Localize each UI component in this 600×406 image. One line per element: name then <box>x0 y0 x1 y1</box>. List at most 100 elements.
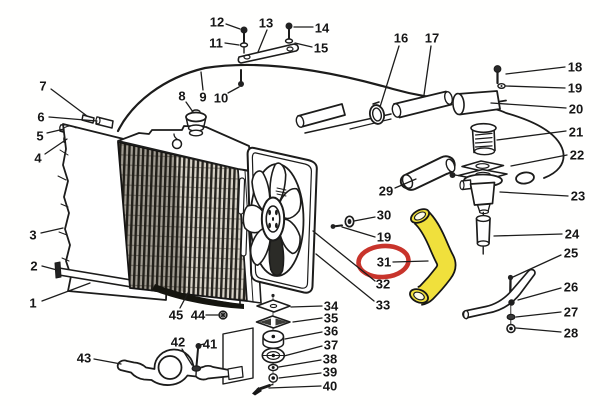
leader-line-3 <box>40 227 64 234</box>
callout-35: 35 <box>324 311 338 326</box>
insulator-36 <box>262 329 285 349</box>
lower-bracket-43 <box>116 310 244 386</box>
callout-34: 34 <box>324 299 339 314</box>
bolt-10 <box>238 81 244 87</box>
pin-2 <box>54 261 62 279</box>
plate-35 <box>255 315 291 329</box>
leader-line-5 <box>46 128 65 134</box>
leader-line-11 <box>224 42 240 46</box>
callout-1: 1 <box>29 296 36 311</box>
callout-16: 16 <box>394 31 408 46</box>
leader-line-41 <box>199 343 205 346</box>
leader-line-7 <box>50 88 88 117</box>
leader-line-31 <box>392 260 429 263</box>
bracket-hole <box>157 355 183 380</box>
strap-13 <box>237 43 300 64</box>
callout-18: 18 <box>568 60 582 75</box>
leader-line-26 <box>517 287 562 301</box>
support-plate <box>222 327 254 385</box>
callout-27: 27 <box>564 305 578 320</box>
callout-39: 39 <box>323 365 337 380</box>
callout-2: 2 <box>30 259 37 274</box>
callout-13: 13 <box>259 16 273 31</box>
highlighted-hose-31 <box>409 208 457 306</box>
thermostat-21 <box>470 122 497 156</box>
bolt-14 <box>285 22 293 30</box>
callout-31: 31 <box>377 255 391 270</box>
callout-3: 3 <box>29 228 36 243</box>
callout-24: 24 <box>565 227 580 242</box>
callout-17: 17 <box>425 31 439 46</box>
callout-7: 7 <box>39 79 46 94</box>
leader-line-15 <box>294 42 313 48</box>
leader-line-18 <box>505 66 566 75</box>
washer-27 <box>506 313 516 321</box>
callout-41: 41 <box>203 337 217 352</box>
callout-5: 5 <box>36 129 43 144</box>
leader-line-27 <box>515 311 562 318</box>
leader-line-25 <box>512 254 562 278</box>
leader-line-29 <box>394 178 417 189</box>
callout-36: 36 <box>324 324 338 339</box>
callout-40: 40 <box>323 379 337 394</box>
leader-line-38 <box>278 359 322 368</box>
overflow-line <box>116 63 454 133</box>
leader-line-36 <box>284 331 323 340</box>
callout-44: 44 <box>191 308 206 323</box>
callout-4: 4 <box>34 151 42 166</box>
callout-28: 28 <box>564 326 578 341</box>
leader-line-6 <box>48 116 98 122</box>
leader-line-45 <box>179 290 190 309</box>
bolt-25 <box>507 274 514 281</box>
radiator-assembly <box>117 109 262 309</box>
callout-19: 19 <box>568 81 582 96</box>
leader-line-12 <box>225 23 241 30</box>
callout-32: 32 <box>376 277 390 292</box>
thermostat-assembly <box>449 65 508 255</box>
callout-33: 33 <box>376 298 390 313</box>
callout-21: 21 <box>569 125 583 140</box>
leader-line-22 <box>510 154 568 167</box>
mount-stack <box>222 293 291 396</box>
leader-line-16 <box>379 45 400 108</box>
callout-22: 22 <box>570 148 584 163</box>
callout-30: 30 <box>377 208 391 223</box>
callout-10: 10 <box>214 91 228 106</box>
housing-23 <box>459 173 503 215</box>
leader-line-19 <box>341 226 376 238</box>
leader-line-43 <box>93 358 122 365</box>
callout-43: 43 <box>77 351 91 366</box>
hose-stub <box>297 103 346 128</box>
callout-45: 45 <box>169 308 183 323</box>
callout-6: 6 <box>37 110 44 125</box>
leader-line-4 <box>44 138 68 155</box>
leader-line-37 <box>283 345 323 357</box>
nut-44 <box>218 310 228 320</box>
leader-line-33 <box>315 253 375 302</box>
leader-line-30 <box>353 216 376 222</box>
housing-20 <box>452 90 507 116</box>
callout-8: 8 <box>178 89 185 104</box>
leader-line-10 <box>227 86 240 94</box>
callout-15: 15 <box>314 41 328 56</box>
bracket-26 <box>462 268 536 320</box>
callout-25: 25 <box>564 246 578 261</box>
highlight-ellipse <box>356 243 411 280</box>
bracket-26-assembly <box>462 268 536 334</box>
water-pipe-24 <box>475 211 491 255</box>
leader-line-32 <box>312 230 376 282</box>
leader-line-19 <box>505 85 566 89</box>
bolt-40 <box>252 383 274 396</box>
cooling-fan <box>243 160 303 277</box>
leader-line-39 <box>278 372 322 379</box>
leader-line-9 <box>200 71 204 91</box>
callout-42: 42 <box>171 335 185 350</box>
callout-9: 9 <box>199 90 206 105</box>
outlet-hose-29 <box>399 155 456 191</box>
leader-line-20 <box>490 102 567 109</box>
callout-12: 12 <box>210 15 224 30</box>
callout-11: 11 <box>209 36 223 51</box>
